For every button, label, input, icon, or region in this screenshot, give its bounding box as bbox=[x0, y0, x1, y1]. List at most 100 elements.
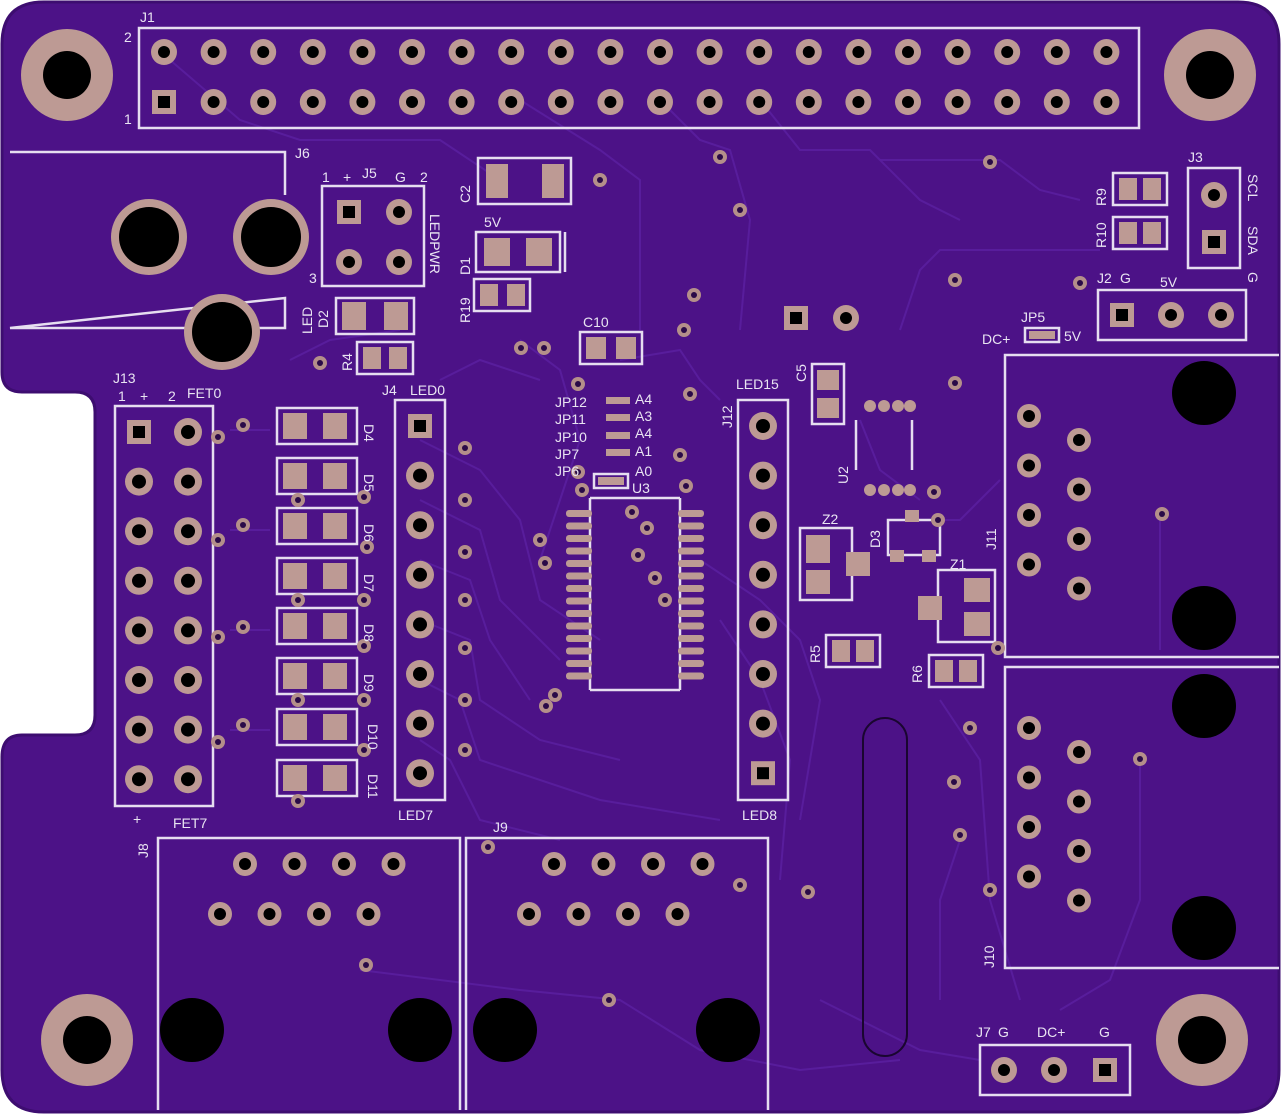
rj45-pin-hole bbox=[1023, 558, 1035, 571]
j1-pad-hole bbox=[356, 46, 369, 58]
rj45-latch-hole bbox=[160, 998, 224, 1062]
j13-pad-square-hole bbox=[133, 426, 145, 438]
via-drill bbox=[952, 380, 958, 386]
via-drill bbox=[635, 552, 641, 558]
label-j9: J9 bbox=[493, 819, 508, 835]
via-drill bbox=[295, 697, 301, 703]
j4-pad-square-hole bbox=[414, 420, 426, 432]
via-drill bbox=[935, 517, 941, 523]
j1-pad-hole bbox=[406, 46, 418, 58]
label-j10: J10 bbox=[981, 945, 997, 968]
rj45-latch-hole bbox=[1172, 586, 1236, 650]
j1-pad-hole bbox=[505, 46, 518, 58]
j1-pad-hole bbox=[1001, 46, 1014, 58]
label-j12: J12 bbox=[719, 405, 735, 428]
vias bbox=[211, 150, 1169, 1007]
led-outline bbox=[275, 506, 359, 546]
j1-pad-hole bbox=[257, 96, 270, 108]
text-j13-plus-bottom: + bbox=[133, 811, 141, 827]
label-jp11: JP11 bbox=[555, 411, 586, 427]
rj45-pin-hole bbox=[362, 908, 375, 920]
label-jp5: JP5 bbox=[1021, 309, 1045, 325]
silkscreen-labels: J1 J2 J3 J4 J5 J6 J7 J8 J9 J10 J11 J12 J… bbox=[113, 9, 1261, 1040]
via-drill bbox=[687, 391, 693, 397]
u3-pin bbox=[678, 597, 704, 605]
label-d6: D6 bbox=[361, 524, 377, 542]
rj45-pin-hole bbox=[1023, 410, 1035, 422]
rj45-pin-hole bbox=[548, 858, 560, 870]
text-j13-pin2: 2 bbox=[168, 388, 176, 404]
j4-pad-hole bbox=[413, 468, 427, 483]
rj45-pin-hole bbox=[1023, 509, 1035, 521]
rj45-pin-hole bbox=[1073, 533, 1085, 545]
label-r19: R19 bbox=[457, 297, 473, 323]
board-slot bbox=[862, 717, 908, 1057]
j12-pad-hole bbox=[756, 567, 770, 582]
via-drill bbox=[240, 624, 246, 630]
j13-pad-hole bbox=[181, 425, 195, 439]
via-drill bbox=[575, 469, 581, 475]
j1-pad-hole bbox=[703, 96, 716, 108]
rj45-connectors bbox=[156, 353, 1279, 1110]
via-drill bbox=[240, 422, 246, 428]
label-jp7: JP7 bbox=[555, 446, 579, 462]
rj45-latch-hole bbox=[388, 998, 452, 1062]
via-drill bbox=[951, 779, 957, 785]
j1-pad-hole bbox=[554, 96, 567, 108]
j1-pad-hole bbox=[703, 46, 716, 58]
via-drill bbox=[361, 597, 367, 603]
label-u2: U2 bbox=[835, 466, 851, 484]
led-pad bbox=[323, 563, 347, 589]
led-pad bbox=[283, 714, 307, 740]
label-j1: J1 bbox=[140, 9, 155, 25]
rj45-latch-hole bbox=[473, 998, 537, 1062]
j12-pad-hole bbox=[756, 419, 770, 433]
u3-pin bbox=[566, 635, 592, 642]
text-a0: A0 bbox=[635, 463, 652, 479]
j1-pad-hole bbox=[902, 46, 914, 58]
label-d9: D9 bbox=[361, 674, 377, 692]
text-jp5-5v: 5V bbox=[1064, 328, 1082, 344]
u3-pin bbox=[678, 647, 704, 655]
led-pad bbox=[323, 663, 347, 689]
label-r6: R6 bbox=[909, 665, 925, 683]
j1-pad-hole bbox=[207, 96, 220, 108]
rj45-pin-hole bbox=[523, 908, 535, 920]
text-dc-plus: DC+ bbox=[982, 331, 1010, 347]
rj45-pin-hole bbox=[239, 858, 251, 870]
label-r10: R10 bbox=[1093, 222, 1109, 248]
text-led7: LED7 bbox=[398, 807, 433, 823]
text-led15: LED15 bbox=[736, 376, 779, 392]
label-z2: Z2 bbox=[822, 511, 839, 527]
label-j6: J6 bbox=[295, 145, 310, 161]
text-led0: LED0 bbox=[410, 382, 445, 398]
label-j3: J3 bbox=[1188, 149, 1203, 165]
label-d5: D5 bbox=[361, 474, 377, 492]
via-drill bbox=[1159, 511, 1165, 517]
text-j1-pin2: 2 bbox=[124, 29, 132, 45]
text-j13-pin1: 1 bbox=[118, 388, 126, 404]
via-drill bbox=[931, 489, 937, 495]
via-drill bbox=[215, 739, 221, 745]
j1-pad-hole bbox=[1001, 96, 1014, 108]
j4-pad-hole bbox=[413, 766, 427, 781]
j1-pad-hole bbox=[455, 96, 468, 108]
rj45-pin-hole bbox=[622, 908, 634, 920]
via-drill bbox=[805, 889, 811, 895]
led-pad bbox=[323, 714, 347, 740]
via-drill bbox=[361, 747, 367, 753]
u3-pin bbox=[678, 635, 704, 642]
j13-pad-hole bbox=[132, 524, 146, 539]
j1-pad-hole bbox=[753, 46, 766, 58]
j1-pad-hole bbox=[802, 96, 815, 108]
via-drill bbox=[543, 703, 549, 709]
led-pad bbox=[323, 463, 347, 489]
u3-pin bbox=[566, 610, 592, 617]
via-drill bbox=[644, 525, 650, 531]
j1-pad-hole bbox=[604, 46, 617, 58]
rj45-pin-hole bbox=[1023, 821, 1035, 833]
rj45-pin-hole bbox=[1023, 459, 1035, 472]
led-pad bbox=[323, 613, 347, 639]
u3-pin bbox=[678, 547, 704, 555]
j1-pad-hole bbox=[951, 96, 964, 108]
